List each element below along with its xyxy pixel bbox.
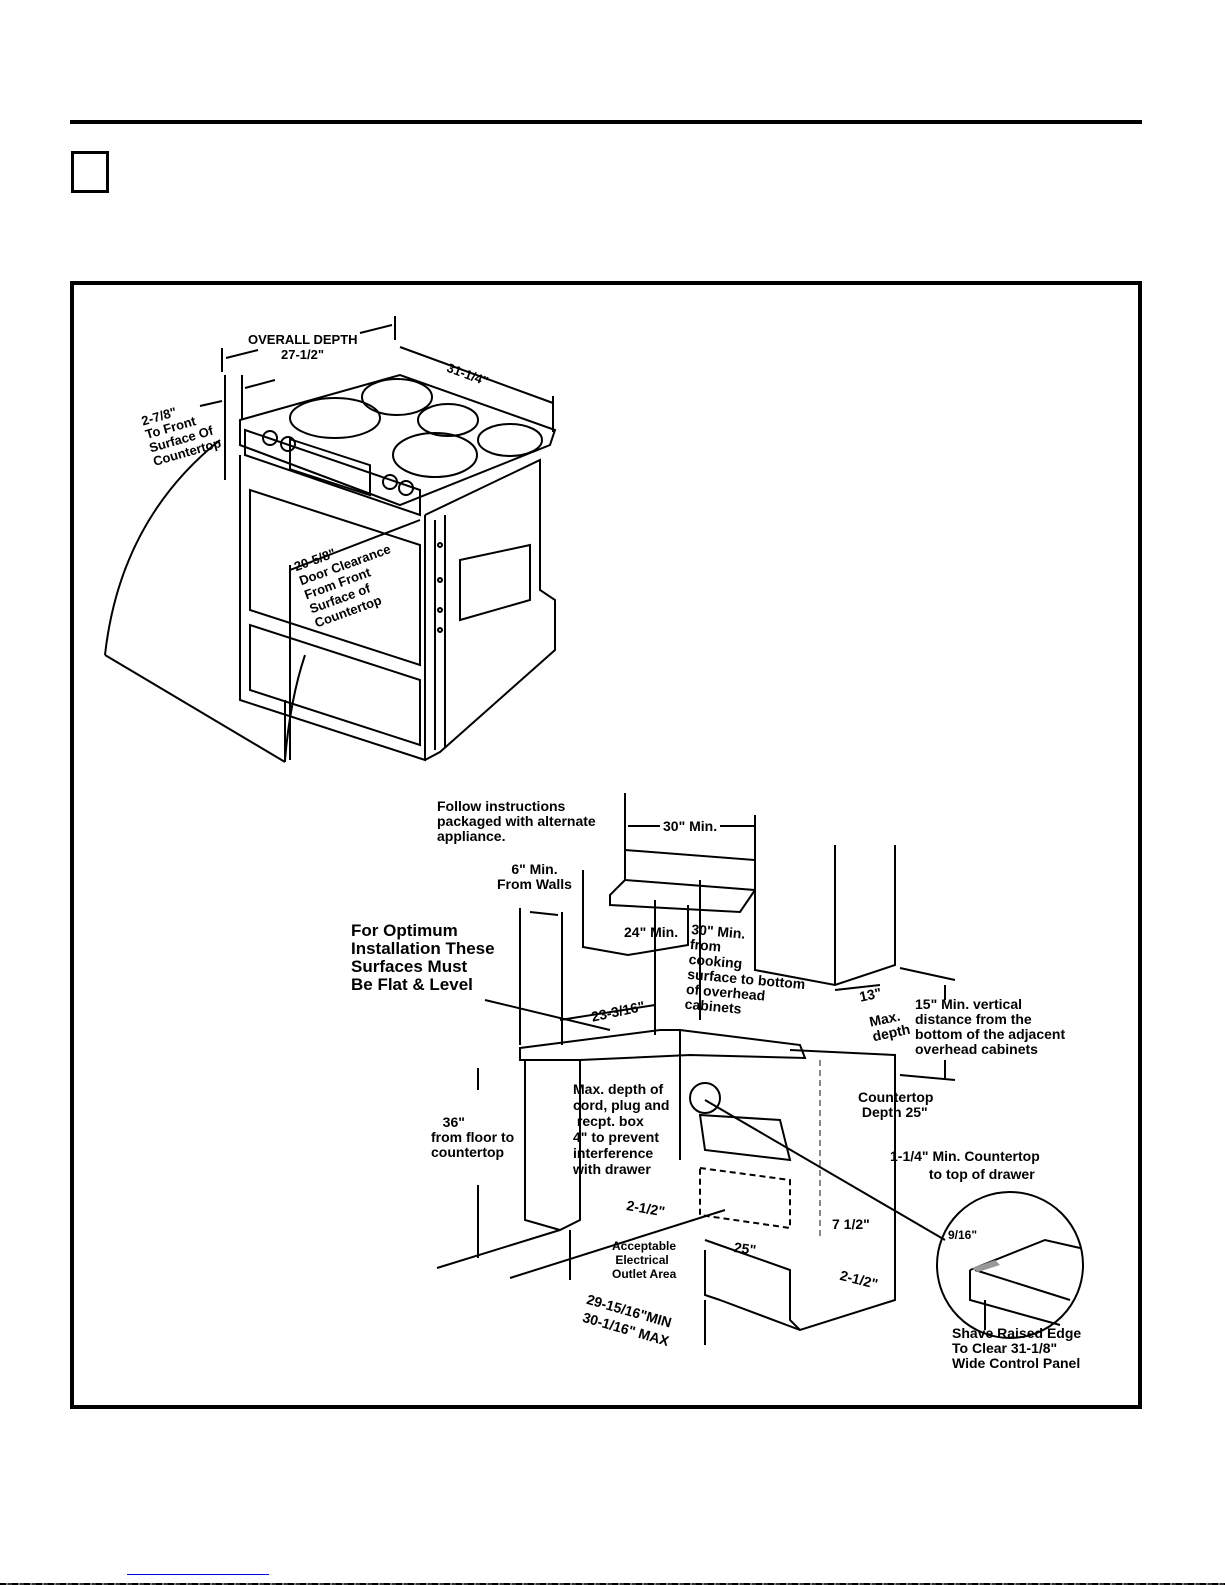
knob-2 (280, 436, 296, 452)
burner-4 (392, 432, 478, 478)
min-24-label: 24" Min. (624, 924, 679, 940)
drawer (249, 623, 421, 747)
optimum-leader (484, 999, 611, 1031)
cord-depth-note: Max. depth of cord, plug and recpt. box … (573, 1081, 670, 1177)
knob-1 (262, 430, 278, 446)
overall-depth-title: OVERALL DEPTH (248, 332, 358, 347)
header-rule (70, 120, 1142, 124)
shave-edge-note: Shave Raised Edge To Clear 31-1/8" Wide … (952, 1325, 1082, 1371)
countertop-depth-label: Countertop Depth 25" (858, 1089, 934, 1120)
step-number-box (71, 151, 109, 193)
min-15-vertical-note: 15" Min. vertical distance from the bott… (915, 996, 1066, 1057)
countertop-left (519, 1029, 807, 1061)
detail-leader (704, 1099, 946, 1241)
burner-2 (361, 378, 433, 416)
installation-illustration (436, 793, 1084, 1345)
detail-circle-small (689, 1082, 721, 1114)
min-30-height-note: 30" Min. from cooking surface to bottom … (684, 921, 806, 1017)
outlet-area (699, 1166, 791, 1230)
burner-1 (289, 397, 381, 439)
dim-6-walls (529, 911, 559, 916)
overall-depth-line-left (221, 348, 259, 372)
display-window (289, 437, 371, 497)
twenty-five-label: 25" (732, 1239, 758, 1258)
burner-3 (417, 403, 479, 437)
oven-door (249, 488, 421, 667)
floor-lines (436, 1209, 726, 1279)
side-frame (434, 515, 446, 750)
range-illustration (104, 316, 557, 763)
detail-circle (936, 1191, 1084, 1339)
left-side-panel (519, 908, 563, 1045)
overall-depth-line-right (359, 316, 396, 340)
clearance-leader (284, 654, 306, 761)
oven-front (239, 455, 426, 762)
floor-36-note: 36" from floor to countertop (431, 1114, 515, 1160)
min-30-width-label: 30" Min. (663, 818, 718, 834)
detail-edge (969, 1238, 1081, 1330)
width-dim-line (399, 346, 554, 432)
detail-shaved-edge (972, 1260, 1000, 1272)
upper-cabinet-left (582, 870, 689, 957)
dim-15-line (899, 967, 956, 1081)
cutout-base (704, 1239, 801, 1331)
knob-3 (382, 474, 398, 490)
internal-box (459, 543, 531, 622)
drawer-front (698, 1113, 792, 1162)
min-countertop-drawer-note: 1-1/4" Min. Countertop to top of drawer (890, 1148, 1040, 1182)
right-cabinet (719, 1060, 896, 1332)
burner-5 (477, 423, 543, 457)
six-min-walls-label: 6" Min. From Walls (497, 861, 572, 892)
optimum-installation-note: For Optimum Installation These Surfaces … (351, 921, 495, 994)
dim-13-line (834, 984, 881, 991)
door-clearance-line (289, 519, 421, 760)
dim-23-line (559, 1004, 656, 1021)
dim-cutout-line (569, 1230, 706, 1345)
cooktop-outline (239, 373, 557, 507)
range-hood (609, 848, 756, 914)
oven-side (424, 458, 556, 761)
knob-4 (398, 480, 414, 496)
seven-half-label: 7 1/2" (832, 1216, 870, 1232)
overall-depth-value: 27-1/2" (281, 347, 325, 362)
left-wall-cabinet-line (624, 793, 896, 987)
control-panel (244, 428, 421, 517)
follow-instructions-note: Follow instructions packaged with altern… (437, 798, 596, 844)
diagram-frame (70, 281, 1142, 1409)
base-cabinet-left (524, 1060, 581, 1232)
outlet-area-label: Acceptable Electrical Outlet Area (612, 1239, 677, 1281)
footer-link[interactable] (127, 1574, 269, 1575)
nine-sixteenths-label: 9/16" (948, 1228, 978, 1242)
bottom-border-strip (0, 1583, 1225, 1585)
wall-corner (104, 375, 286, 763)
front-surface-arrow (199, 379, 276, 407)
